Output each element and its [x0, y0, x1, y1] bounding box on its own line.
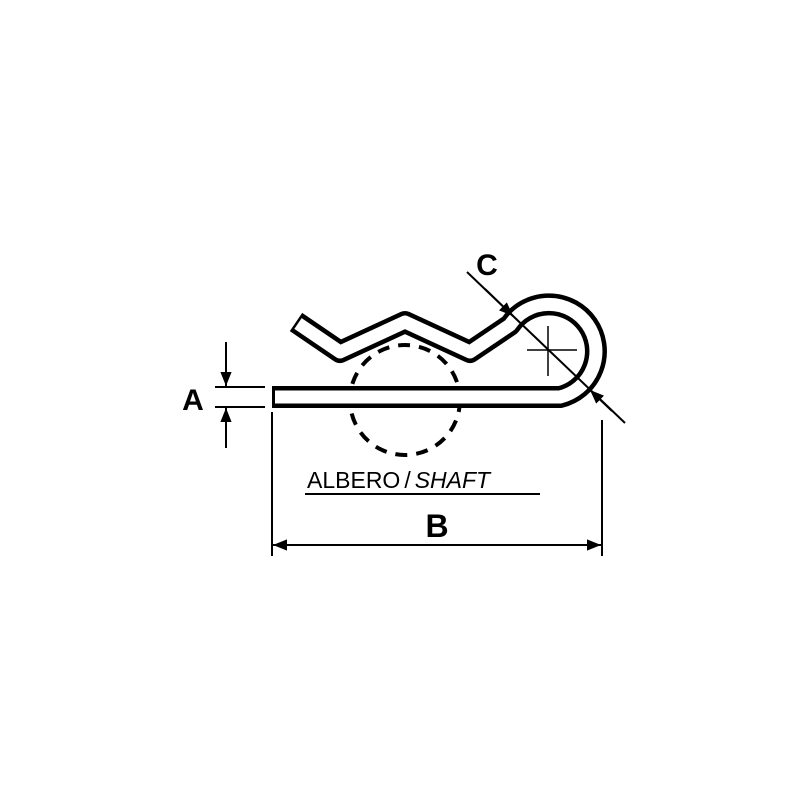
shaft-separator: / — [404, 467, 411, 493]
dimension-a-label: A — [182, 384, 204, 417]
dimension-b-label: B — [425, 508, 448, 544]
shaft-label-it: ALBERO — [307, 467, 400, 493]
center-crosshair — [527, 326, 577, 376]
dimension-c-line — [466, 271, 626, 424]
dimension-c-label: C — [476, 249, 498, 282]
shaft-caption: ALBERO/SHAFT — [307, 467, 492, 493]
dimension-a-line — [215, 342, 265, 448]
shaft-label-en: SHAFT — [415, 467, 492, 493]
dimension-b-line — [271, 412, 603, 556]
